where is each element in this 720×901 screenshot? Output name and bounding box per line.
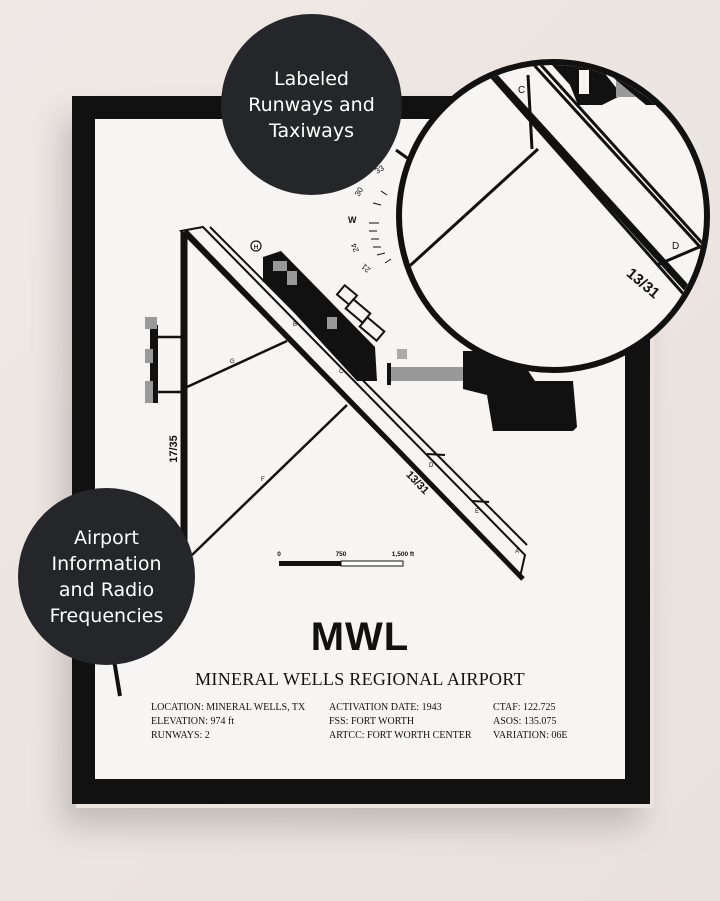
taxiway-label-a: A xyxy=(262,278,266,284)
hangar-outline-3 xyxy=(358,315,386,343)
zoom-runway-label: 13/31 xyxy=(623,265,663,302)
zoom-diagram: C D 13/31 xyxy=(402,65,704,318)
callout-left-line-2: Information xyxy=(51,552,162,575)
west-apron-gray-2 xyxy=(145,349,153,363)
info-ctaf: CTAF: 122.725 xyxy=(493,702,556,713)
east-apron-block xyxy=(519,419,527,431)
callout-top-line-1: Labeled xyxy=(273,67,349,90)
compass-w: W xyxy=(348,215,357,225)
taxiway-label-d: D xyxy=(429,463,434,469)
info-column-3: CTAF: 122.725 ASOS: 135.075 VARIATION: 0… xyxy=(493,701,568,743)
compass-24: 24 xyxy=(349,241,361,253)
callout-top-line-3: Taxiways xyxy=(269,119,354,142)
info-runways: RUNWAYS: 2 xyxy=(151,730,210,741)
scale-bar-black xyxy=(279,561,341,566)
airport-name: MINERAL WELLS REGIONAL AIRPORT xyxy=(195,669,525,689)
info-location: LOCATION: MINERAL WELLS, TX xyxy=(151,702,306,713)
runway-13-31-centerline xyxy=(183,229,525,581)
zoom-apron-notch xyxy=(577,68,591,96)
zoom-taxiway-c: C xyxy=(518,85,525,96)
callout-top-line-2: Runways and xyxy=(248,93,375,116)
info-activation: ACTIVATION DATE: 1943 xyxy=(329,702,442,713)
callout-left-line-4: Frequencies xyxy=(49,604,164,627)
scale-bar-white xyxy=(340,560,404,567)
taxiway-label-e: E xyxy=(475,509,479,515)
zoom-apron-edge xyxy=(598,65,664,105)
taxiway-label-c: C xyxy=(339,369,344,375)
callout-left-line-1: Airport xyxy=(73,526,140,549)
compass-21: 21 xyxy=(359,261,372,274)
hangar-gray-1 xyxy=(273,261,287,271)
airport-diagram: H W 30 33 24 21 17/35 13/31 A B C D E F … xyxy=(145,163,577,581)
info-fss: FSS: FORT WORTH xyxy=(329,716,415,727)
terminal-road-edge xyxy=(387,363,391,385)
taxiway-g xyxy=(186,339,288,389)
info-elevation: ELEVATION: 974 ft xyxy=(151,716,235,727)
scale-mid: 750 xyxy=(336,551,347,558)
info-column-2: ACTIVATION DATE: 1943 FSS: FORT WORTH AR… xyxy=(329,701,472,743)
callout-left-line-3: and Radio xyxy=(58,578,155,601)
west-apron-gray-1 xyxy=(145,317,157,329)
west-apron-gray-3 xyxy=(145,381,153,403)
callout-badge-info: Airport Information and Radio Frequencie… xyxy=(18,488,195,665)
scale-zero: 0 xyxy=(277,551,281,558)
taxiway-e xyxy=(471,500,490,503)
taxiway-d xyxy=(426,453,446,456)
east-apron xyxy=(463,351,577,431)
zoom-taxiway-d-connector xyxy=(656,243,704,267)
zoom-taxiway-c-connector xyxy=(526,74,534,150)
taxiway-label-f: F xyxy=(261,477,265,483)
taxiway-label-a2: A xyxy=(515,549,519,555)
zoom-parallel-taxiway xyxy=(532,65,704,254)
compass-rose xyxy=(369,190,392,264)
helipad-circle xyxy=(250,240,262,252)
zoom-runway-edge xyxy=(481,65,704,308)
compass-30: 30 xyxy=(353,185,366,198)
west-apron xyxy=(150,325,158,403)
hangar-gray-4 xyxy=(397,349,407,359)
hangar-gray-3 xyxy=(327,317,337,329)
zoom-magnifier: C D 13/31 xyxy=(396,59,710,373)
info-artcc: ARTCC: FORT WORTH CENTER xyxy=(329,730,472,741)
helipad-label: H xyxy=(254,245,258,251)
scale-end: 1,500 ft xyxy=(392,551,415,558)
hangar-gray-2 xyxy=(287,271,297,285)
callout-badge-runways: Labeled Runways and Taxiways xyxy=(221,14,402,195)
runway-label-17-35: 17/35 xyxy=(168,435,180,463)
zoom-crossing-taxiway xyxy=(402,147,540,275)
info-asos: ASOS: 135.075 xyxy=(493,716,557,727)
taxiway-label-g: G xyxy=(230,359,235,365)
terminal-road xyxy=(387,367,467,381)
taxiway-label-b: B xyxy=(293,322,297,328)
taxiway-f xyxy=(191,404,348,556)
airport-code: MWL xyxy=(310,615,410,659)
info-variation: VARIATION: 06E xyxy=(493,730,568,741)
poster: H W 30 33 24 21 17/35 13/31 A B C D E F … xyxy=(95,119,625,779)
info-column-1: LOCATION: MINERAL WELLS, TX ELEVATION: 9… xyxy=(151,701,305,743)
zoom-taxiway-d: D xyxy=(672,241,679,252)
taxiway-parallel xyxy=(209,226,528,546)
